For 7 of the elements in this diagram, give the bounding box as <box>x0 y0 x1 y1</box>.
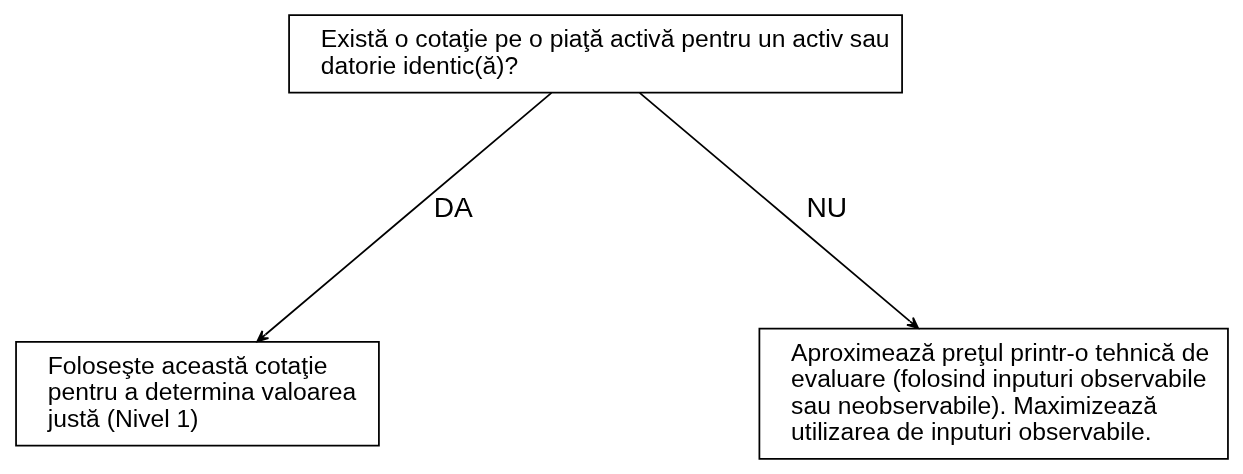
arrow <box>255 92 552 343</box>
node-box: Există o cotaţie pe o piaţă activă pentru un activ sau datorie identic(ă)? <box>287 14 903 94</box>
arrow <box>638 92 919 329</box>
node-box: Foloseşte această cotaţie pentru a determina valoarea justă (Nivel 1) <box>14 340 380 447</box>
edge-label: DA <box>433 191 471 224</box>
node-box: Aproximează preţul printr-o tehnică de evaluare (folosind inputuri observabile sau neobservabile). Maximizează utilizarea de inputuri observabile. <box>758 327 1229 460</box>
edge-label: NU <box>805 191 847 224</box>
